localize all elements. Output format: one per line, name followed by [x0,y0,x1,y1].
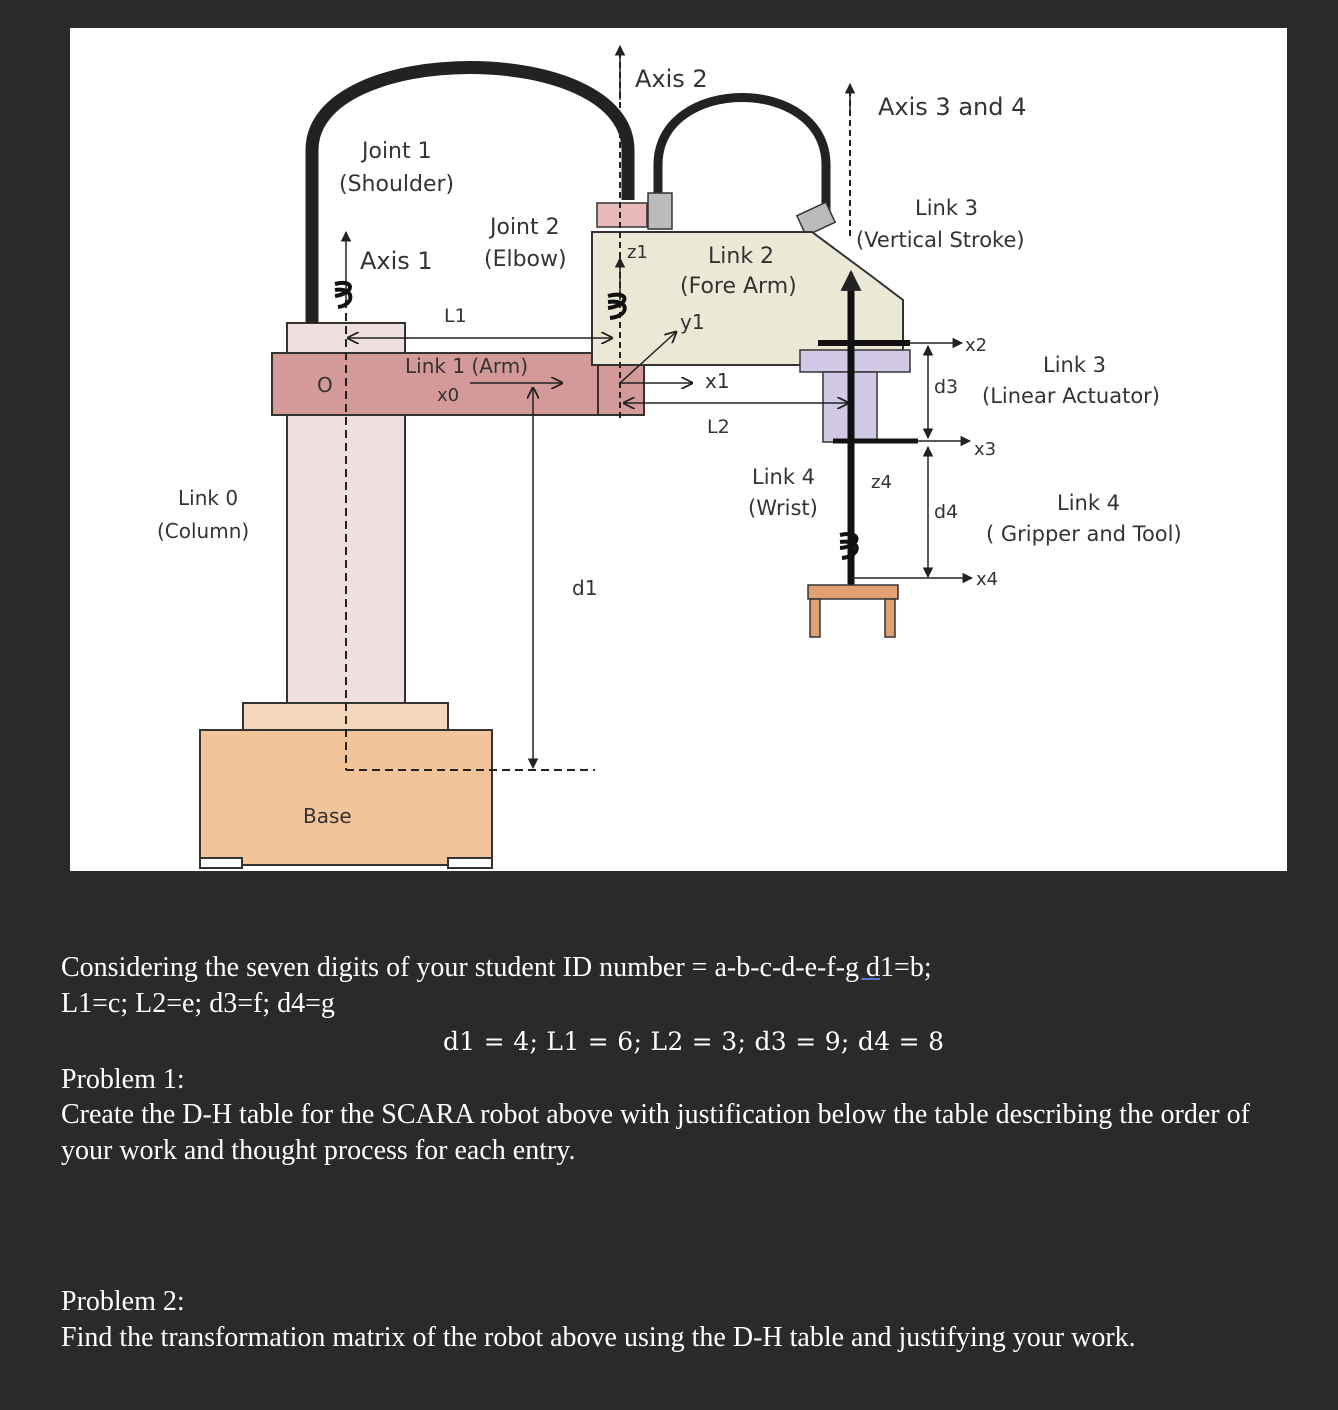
label-link0-name: Link 0 [178,486,238,510]
label-d4: d4 [934,501,958,523]
gripper-plate [807,584,899,600]
cable-connector-2 [647,192,673,230]
label-link3-top-name: Link 3 [915,196,978,220]
intro-text-part2: 1=b; [880,952,932,983]
label-l2: L2 [707,416,730,438]
label-link3-side-name: Link 3 [1043,353,1106,377]
label-link2-name: Link 2 [708,244,774,269]
cable-connector-1 [596,202,648,228]
label-link1: Link 1 (Arm) [405,354,528,378]
intro-underlined-text: g d [845,952,881,983]
base-foot-right [447,857,493,869]
cable-shoulder [305,61,635,323]
gripper-finger-right [884,598,896,638]
label-z4: z4 [871,472,892,493]
label-z1: z1 [627,242,648,263]
label-origin: O [317,373,333,397]
label-link4-gripper-desc: ( Gripper and Tool) [986,522,1182,546]
label-link3-side-desc: (Linear Actuator) [982,384,1160,408]
label-joint1-name: Joint 1 [360,139,432,164]
label-x2: x2 [965,335,987,356]
y1-frame-arrow [619,332,676,384]
label-link0-desc: (Column) [157,519,249,543]
label-y1: y1 [680,310,705,334]
label-axis2: Axis 2 [635,65,708,93]
label-joint1-desc: (Shoulder) [339,172,454,197]
label-d3: d3 [934,376,958,398]
label-link4-gripper-name: Link 4 [1057,491,1120,515]
given-values: d1 = 4; L1 = 6; L2 = 3; d3 = 9; d4 = 8 [443,1027,945,1056]
label-x3: x3 [974,439,996,460]
scara-diagram-panel: Axis 2 Axis 3 and 4 Joint 1 (Shoulder) J… [70,28,1287,871]
cable-forearm [653,93,831,220]
label-d1: d1 [572,576,597,600]
cable-connector-3 [795,201,837,237]
label-base: Base [303,804,352,828]
link4-wrist-housing [799,349,911,373]
label-link2-desc: (Fore Arm) [680,274,797,299]
problem1-title: Problem 1: [61,1064,185,1095]
student-id-instructions: Considering the seven digits of your stu… [61,950,1281,1022]
problem2-text: Find the transformation matrix of the ro… [61,1322,1136,1353]
label-l1: L1 [444,305,467,327]
gripper-finger-left [809,598,821,638]
label-link3-top-desc: (Vertical Stroke) [856,228,1025,252]
intro-variables-line: L1=c; L2=e; d3=f; d4=g [61,988,335,1019]
label-axis1: Axis 1 [360,247,433,275]
label-x4: x4 [976,569,998,590]
scara-robot-diagram: Axis 2 Axis 3 and 4 Joint 1 (Shoulder) J… [157,44,1182,869]
label-link4-desc: (Wrist) [748,496,818,520]
axis1-rotation-icon [334,280,353,309]
problem2-title: Problem 2: [61,1286,185,1317]
axis4-rotation-icon [839,532,859,560]
label-joint2-name: Joint 2 [488,215,560,240]
label-x0: x0 [437,385,459,406]
base-foot-left [199,857,243,869]
base-block [199,729,493,866]
label-axis34: Axis 3 and 4 [878,93,1026,121]
label-x1: x1 [705,369,730,393]
problem1-text: Create the D-H table for the SCARA robot… [61,1099,1250,1166]
label-link4-name: Link 4 [752,465,815,489]
axis2-rotation-icon [607,292,627,320]
label-joint2-desc: (Elbow) [484,247,567,272]
intro-text-part1: Considering the seven digits of your stu… [61,952,846,983]
